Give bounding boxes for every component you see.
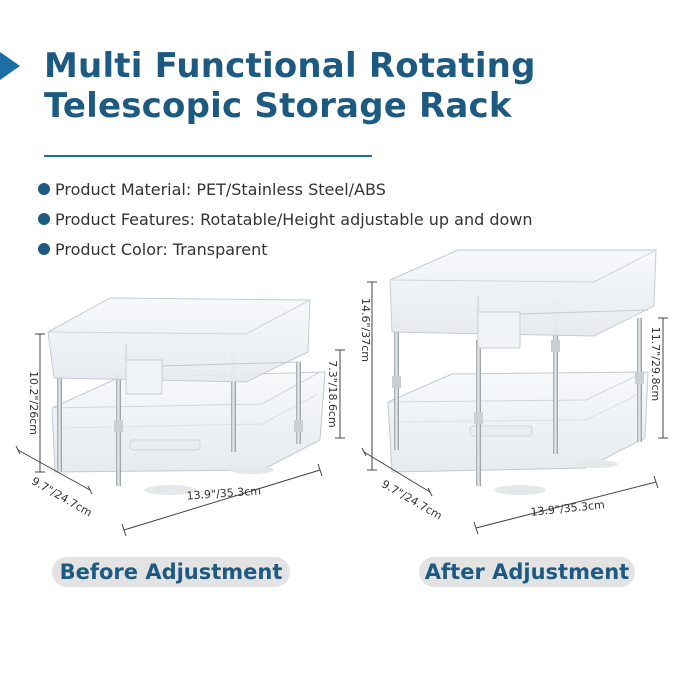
bullet-icon — [38, 243, 50, 255]
page-title: Multi Functional Rotating Telescopic Sto… — [44, 46, 536, 126]
bullet-icon — [38, 183, 50, 195]
feature-item-color: Product Color: Transparent — [38, 234, 533, 264]
title-arrow-icon — [0, 52, 20, 80]
feature-text: Product Color: Transparent — [55, 239, 268, 259]
feature-list: Product Material: PET/Stainless Steel/AB… — [38, 174, 533, 264]
before-width-label: 13.9"/35.3cm — [186, 484, 261, 502]
rack-before-illustration — [47, 297, 326, 495]
before-depth-label: 9.7"/24.7cm — [29, 474, 94, 519]
rack-after-illustration — [387, 249, 657, 495]
after-dimensions — [361, 281, 668, 535]
title-divider — [44, 155, 372, 157]
before-height-label: 10.2"/26cm — [27, 371, 40, 435]
before-shelf-height-label: 7.3"/18.6cm — [326, 360, 339, 428]
feature-item-features: Product Features: Rotatable/Height adjus… — [38, 204, 533, 234]
after-depth-label: 9.7"/24.7cm — [379, 477, 444, 522]
after-adjustment-label: After Adjustment — [419, 557, 635, 587]
title-line-1: Multi Functional Rotating — [44, 46, 536, 86]
after-shelf-height-label: 11.7"/29.8cm — [649, 327, 662, 402]
before-adjustment-label: Before Adjustment — [52, 557, 290, 587]
before-dimensions — [15, 333, 345, 537]
after-height-label: 14.6"/37cm — [359, 298, 372, 362]
after-width-label: 13.9"/35.3cm — [530, 498, 605, 519]
title-line-2: Telescopic Storage Rack — [44, 86, 512, 126]
feature-text: Product Material: PET/Stainless Steel/AB… — [55, 179, 386, 199]
bullet-icon — [38, 213, 50, 225]
feature-item-material: Product Material: PET/Stainless Steel/AB… — [38, 174, 533, 204]
feature-text: Product Features: Rotatable/Height adjus… — [55, 209, 533, 229]
